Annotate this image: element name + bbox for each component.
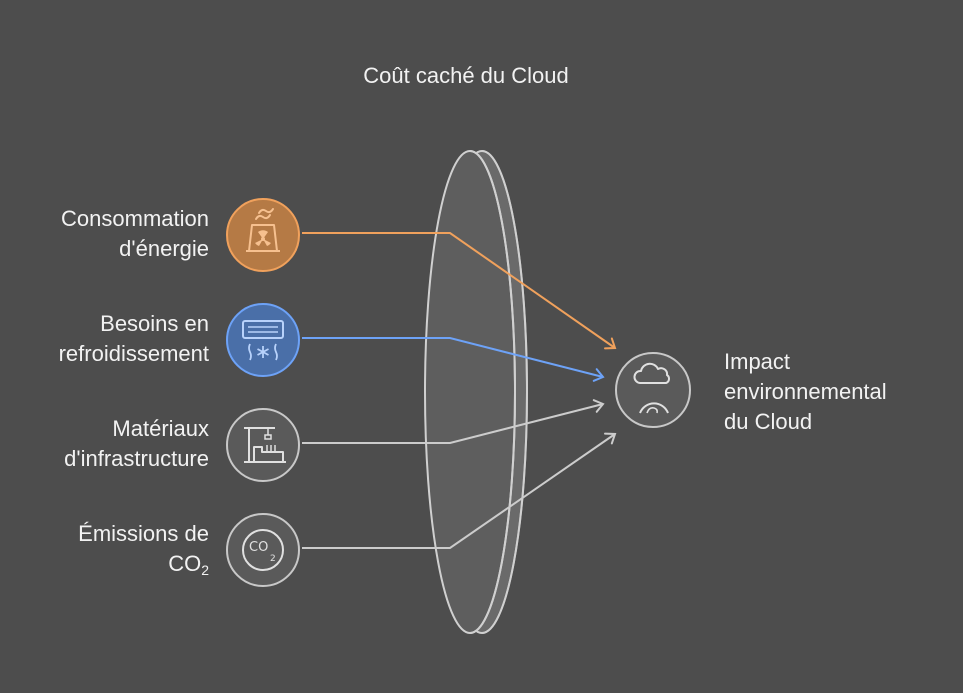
label-energy-consumption: Consommation d'énergie [61, 206, 209, 261]
co2-icon: CO 2 [226, 513, 300, 587]
connector-materials [302, 399, 605, 444]
label-co2-emissions: Émissions de CO2 [78, 521, 209, 578]
connector-cooling [302, 337, 605, 382]
earth-cloud-icon [615, 352, 691, 428]
svg-text:CO: CO [249, 540, 268, 555]
lens-shape [424, 150, 528, 634]
factory-crane-icon [226, 408, 300, 482]
air-conditioner-icon [226, 303, 300, 377]
diagram-title: Coût caché du Cloud [363, 63, 569, 88]
connector-energy [302, 232, 617, 350]
label-cooling-needs: Besoins en refroidissement [58, 311, 209, 366]
label-environmental-impact: Impact environnemental du Cloud [724, 349, 887, 434]
connector-emissions [302, 432, 617, 549]
power-plant-icon [226, 198, 300, 272]
label-infrastructure-materials: Matériaux d'infrastructure [64, 416, 209, 471]
svg-text:2: 2 [270, 554, 276, 564]
